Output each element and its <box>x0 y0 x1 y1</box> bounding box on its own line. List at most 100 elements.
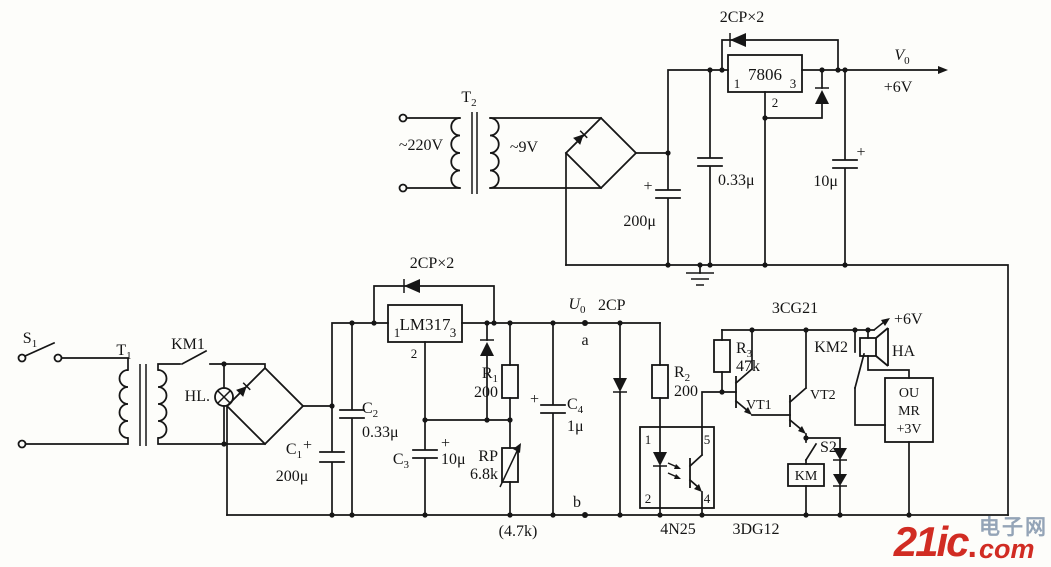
junction-dots <box>221 67 912 518</box>
cap-200u-top <box>655 152 681 266</box>
rp-label: RP <box>478 448 498 465</box>
transistor-vt2 <box>788 329 808 439</box>
u0-label: U0 <box>568 296 586 316</box>
hl-label: HL. <box>185 388 210 405</box>
resistor-r2 <box>651 322 669 428</box>
cap-c2-value: 0.33μ <box>362 424 399 441</box>
bypass-diode-7806 <box>721 33 839 71</box>
secondary-voltage-label: ~9V <box>510 139 539 156</box>
transformer-t1 <box>118 363 266 446</box>
s2-label: S2 <box>820 439 837 456</box>
cp-diode-label: 2CP <box>598 297 626 314</box>
bypass-diode-7806-label: 2CP×2 <box>720 9 765 26</box>
music-chip-line3: +3V <box>896 422 921 437</box>
mains-switch-s1 <box>17 341 129 449</box>
cap-c1 <box>319 405 345 516</box>
transformer-t2 <box>398 112 500 194</box>
v0-label: V0 <box>894 47 910 67</box>
mains-voltage-label: ~220V <box>399 137 444 154</box>
protection-diode-7806 <box>764 69 829 119</box>
bridge-rectifier-left <box>225 322 389 516</box>
cap-c1-value: 200μ <box>276 468 309 485</box>
pin-4n25-5: 5 <box>704 432 711 447</box>
pin-lm317-2: 2 <box>411 346 418 361</box>
km-label: KM <box>795 469 818 484</box>
regulator-7806-label: 7806 <box>748 65 782 84</box>
cap-c2 <box>339 322 365 516</box>
watermark-brand: 21ic <box>893 518 970 565</box>
cap-c3-value: 10μ <box>441 451 466 468</box>
potentiometer-rp <box>499 419 521 516</box>
r2-label: R2 <box>674 364 690 384</box>
watermark-site-name: 电子网 <box>979 516 1048 539</box>
cap-c2-label: C2 <box>362 400 378 420</box>
terminal-b-label: b <box>573 494 581 511</box>
vt2-label: VT2 <box>810 388 836 403</box>
watermark-tld: com <box>979 534 1035 564</box>
pin-lm317-3: 3 <box>450 325 457 340</box>
terminal-a-label: a <box>581 332 588 349</box>
r2-value: 200 <box>674 383 698 400</box>
bypass-diode-lm317-label: 2CP×2 <box>410 255 455 272</box>
optocoupler-4n25 <box>639 391 737 516</box>
opto-label: 4N25 <box>660 521 696 538</box>
vt1-type-label: 3DG12 <box>732 521 779 538</box>
pin-7806-2: 2 <box>772 95 779 110</box>
speaker-ha <box>859 327 910 379</box>
pin-4n25-4: 4 <box>704 491 711 506</box>
lm317-label: LM317 <box>400 315 452 334</box>
music-chip-line1: OU <box>899 386 919 401</box>
relay-coil-km <box>787 463 825 516</box>
km2-label: KM2 <box>814 339 848 356</box>
cap-033u-top <box>697 69 723 266</box>
cap-10u-top-label: 10μ <box>813 173 838 190</box>
cap-c4-label: C4 <box>567 396 584 416</box>
r3-value: 47k <box>736 358 760 375</box>
music-chip-line2: MR <box>898 404 920 419</box>
t1-label: T1 <box>116 342 131 362</box>
bridge-rectifier-top <box>489 69 729 266</box>
cap-200u-top-label: 200μ <box>623 213 656 230</box>
cap-c4-plus: + <box>530 391 539 408</box>
t2-label: T2 <box>461 89 476 109</box>
protection-diode-lm317 <box>480 322 494 421</box>
cap-10u-top <box>832 69 858 266</box>
r1-value: 200 <box>474 384 498 401</box>
relay-contact-km2 <box>853 329 886 426</box>
indicator-lamp-hl <box>214 363 234 445</box>
watermark-dot: . <box>967 527 977 565</box>
diode-2cp <box>613 322 627 516</box>
plus6v-right-label: +6V <box>894 311 923 328</box>
pin-7806-3: 3 <box>790 76 797 91</box>
r1-label: R1 <box>482 365 498 385</box>
relay-contact-km1 <box>180 349 266 369</box>
cap-10u-top-plus: + <box>856 144 865 161</box>
resistor-r3 <box>713 329 731 393</box>
cap-c3 <box>412 419 438 516</box>
r3-label: R3 <box>736 340 753 360</box>
diode-pair <box>805 437 847 516</box>
s1-label: S1 <box>23 330 37 350</box>
cap-033u-top-label: 0.33μ <box>718 172 755 189</box>
pin-7806-1: 1 <box>734 76 741 91</box>
resistor-r1 <box>501 322 519 421</box>
pin-4n25-2: 2 <box>645 491 652 506</box>
cap-c4 <box>540 322 566 516</box>
vt1-label: VT1 <box>746 398 772 413</box>
km1-label: KM1 <box>171 336 205 353</box>
rp-alt-value: (4.7k) <box>499 523 538 540</box>
bypass-diode-lm317 <box>373 279 495 324</box>
pin-4n25-1: 1 <box>645 432 652 447</box>
cap-200u-top-plus: + <box>643 178 652 195</box>
switch-s2 <box>804 437 818 465</box>
vt2-type-label: 3CG21 <box>772 300 818 317</box>
transistor-vt1 <box>734 329 791 416</box>
cap-c1-label: C1 <box>286 441 302 461</box>
rp-value: 6.8k <box>470 466 498 483</box>
cap-c3-label: C3 <box>393 451 410 471</box>
cap-c1-plus: + <box>303 437 312 454</box>
cap-c4-value: 1μ <box>567 418 584 435</box>
